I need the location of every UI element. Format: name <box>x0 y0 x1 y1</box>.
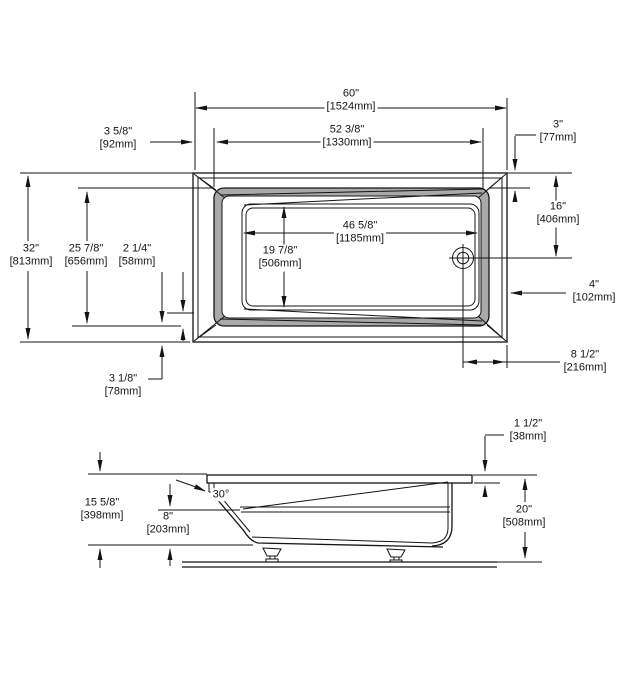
dim-angle: 30° <box>212 488 230 501</box>
dim-deck-opening-width: 25 7/8" [656mm] <box>62 242 110 270</box>
dim-floor-length: 46 5/8" [1185mm] <box>333 219 387 247</box>
dim-mm: [406mm] <box>536 214 580 226</box>
dim-inches: 2 1/4" <box>122 242 152 255</box>
tub-foot-left <box>262 547 282 563</box>
dim-backrest-angle: 30° <box>210 488 232 502</box>
dim-inches: 46 5/8" <box>342 219 378 232</box>
dim-mm: [58mm] <box>118 256 156 268</box>
dim-overall-height: 20" [508mm] <box>500 503 548 531</box>
dim-drain-from-right-edge: 4" [102mm] <box>570 278 618 306</box>
dim-inches: 19 7/8" <box>262 244 298 257</box>
dim-inches: 16" <box>549 200 567 213</box>
dim-inches: 25 7/8" <box>68 242 104 255</box>
dim-mm: [506mm] <box>258 258 302 270</box>
dim-drain-from-top-edge: 16" [406mm] <box>534 200 582 228</box>
dim-inches: 3 1/8" <box>108 372 138 385</box>
dim-inches: 8" <box>162 510 174 523</box>
dim-inches: 15 5/8" <box>84 496 120 509</box>
dim-rim-thickness: 1 1/2" [38mm] <box>507 417 549 445</box>
dim-inches: 3 5/8" <box>103 125 133 138</box>
dim-overall-length: 60" [1524mm] <box>324 87 378 115</box>
dim-mm: [78mm] <box>104 386 142 398</box>
dim-inches: 4" <box>588 278 600 291</box>
dim-inches: 60" <box>342 87 360 100</box>
side-view-dimension-lines <box>88 434 542 568</box>
dim-mm: [813mm] <box>9 256 53 268</box>
dim-mm: [398mm] <box>80 510 124 522</box>
dim-deck-opening-length: 52 3/8" [1330mm] <box>320 123 374 151</box>
dim-inches: 1 1/2" <box>513 417 543 430</box>
dim-inches: 3" <box>552 118 564 131</box>
floor-line <box>182 561 497 568</box>
dim-deck-height: 15 5/8" [398mm] <box>78 496 126 524</box>
dim-mm: [508mm] <box>502 517 546 529</box>
side-view-outline <box>182 474 497 568</box>
dim-floor-width: 19 7/8" [506mm] <box>256 244 304 272</box>
dim-skirt-height: 8" [203mm] <box>144 510 192 538</box>
dim-drain-from-end: 8 1/2" [216mm] <box>561 348 609 376</box>
dim-bottom-rim: 3 1/8" [78mm] <box>102 372 144 400</box>
dim-bottom-ledge: 2 1/4" [58mm] <box>116 242 158 270</box>
dim-mm: [102mm] <box>572 292 616 304</box>
dim-inches: 32" <box>22 242 40 255</box>
dim-overall-width: 32" [813mm] <box>7 242 55 270</box>
top-view-dimension-lines <box>20 92 572 380</box>
dim-mm: [656mm] <box>64 256 108 268</box>
dim-inches: 52 3/8" <box>329 123 365 136</box>
dim-mm: [92mm] <box>99 139 137 151</box>
dim-deck-width-left: 3 5/8" [92mm] <box>97 125 139 153</box>
dim-inches: 8 1/2" <box>570 348 600 361</box>
dim-mm: [1330mm] <box>322 137 372 149</box>
dim-mm: [77mm] <box>539 132 577 144</box>
dim-mm: [38mm] <box>509 431 547 443</box>
dim-mm: [1524mm] <box>326 101 376 113</box>
dim-mm: [216mm] <box>563 362 607 374</box>
dim-mm: [203mm] <box>146 524 190 536</box>
drain-symbol <box>449 244 477 272</box>
dim-deck-width-top: 3" [77mm] <box>537 118 579 146</box>
dim-inches: 20" <box>515 503 533 516</box>
tub-foot-right <box>386 548 406 563</box>
dim-mm: [1185mm] <box>335 233 385 245</box>
top-view-outline <box>192 172 508 343</box>
